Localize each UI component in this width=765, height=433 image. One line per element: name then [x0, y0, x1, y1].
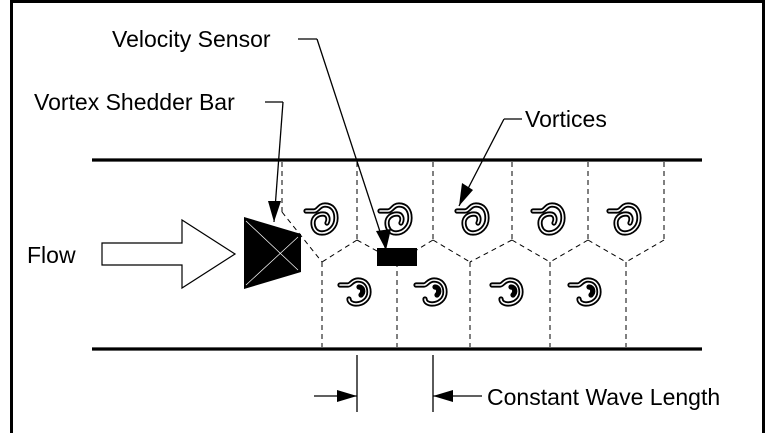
vortices-lower-row — [337, 277, 602, 307]
velocity-sensor — [377, 248, 417, 266]
vortices-upper-row — [303, 202, 642, 236]
vortex — [454, 202, 490, 236]
vortex — [413, 277, 448, 307]
flow-arrow — [101, 218, 237, 290]
wave-length-dimension — [314, 355, 482, 412]
vortex — [377, 202, 413, 236]
vortex — [337, 277, 372, 307]
leader-lines — [265, 38, 522, 251]
vortex — [567, 277, 602, 307]
vortex — [303, 202, 339, 236]
vortex-street-boundaries — [281, 162, 665, 347]
label-constant-wave-length: Constant Wave Length — [487, 384, 720, 410]
label-flow: Flow — [27, 242, 76, 268]
vortex — [489, 277, 524, 307]
label-vortex-shedder-bar: Vortex Shedder Bar — [34, 89, 235, 115]
vortex — [530, 202, 566, 236]
label-vortices: Vortices — [525, 106, 607, 132]
vortex — [606, 202, 642, 236]
vortex-shedder-bar — [244, 217, 301, 289]
diagram-frame — [10, 0, 765, 433]
label-velocity-sensor: Velocity Sensor — [112, 26, 271, 52]
